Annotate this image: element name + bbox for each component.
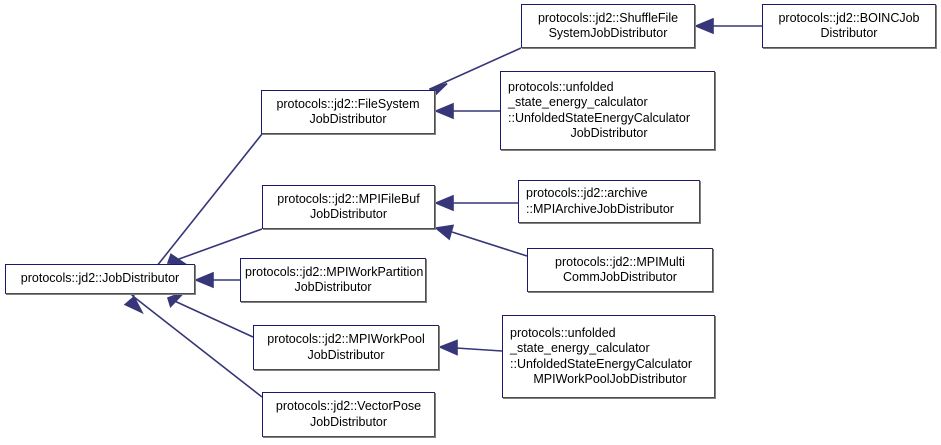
class-node-label: JobDistributor bbox=[570, 126, 648, 140]
class-node-label: JobDistributor bbox=[309, 112, 387, 126]
class-node-label: protocols::jd2::MPIMulti bbox=[555, 254, 685, 269]
class-node-label: ::MPIArchiveJobDistributor bbox=[526, 201, 674, 216]
class-node-label: protocols::jd2::ShuffleFile bbox=[537, 10, 679, 25]
class-node-label: ::UnfoldedStateEnergyCalculator bbox=[510, 356, 693, 371]
class-node-label: protocols::jd2::BOINCJob bbox=[778, 10, 920, 25]
class-node-mpiarchive[interactable]: protocols::jd2::archive::MPIArchiveJobDi… bbox=[518, 180, 700, 223]
class-node-label: JobDistributor bbox=[309, 414, 388, 429]
class-node-label: protocols::unfolded bbox=[510, 325, 616, 340]
class-node-label: _state_energy_calculator bbox=[510, 341, 650, 355]
edge-boincjob-to-shufflefilesystem bbox=[693, 17, 762, 35]
class-node-unfolded-wp[interactable]: protocols::unfolded_state_energy_calcula… bbox=[502, 315, 715, 398]
class-node-label: SystemJobDistributor bbox=[548, 26, 668, 40]
edge-mpiarchive-to-mpifilebuf bbox=[433, 194, 518, 212]
class-node-label: protocols::unfolded bbox=[508, 79, 614, 94]
class-node-label: _state_energy_calculator bbox=[508, 95, 648, 109]
class-node-label: JobDistributor bbox=[309, 207, 388, 221]
class-node-label: MPIWorkPoolJobDistributor bbox=[533, 372, 687, 386]
edge-vectorpose-to-jobdistributor bbox=[123, 295, 263, 398]
class-node-jobdistributor[interactable]: protocols::jd2::JobDistributor bbox=[5, 264, 195, 294]
class-node-label: Distributor bbox=[820, 26, 878, 40]
class-node-label: protocols::jd2::FileSystem bbox=[276, 96, 420, 111]
class-node-label: CommJobDistributor bbox=[563, 270, 677, 284]
class-node-label: ::UnfoldedStateEnergyCalculator bbox=[508, 110, 691, 125]
class-node-label: JobDistributor bbox=[294, 280, 372, 294]
class-node-label: protocols::jd2::archive bbox=[526, 186, 648, 200]
class-node-label: protocols::jd2::MPIWorkPartition bbox=[245, 264, 424, 279]
class-node-label: protocols::jd2::JobDistributor bbox=[20, 271, 180, 286]
class-node-label: protocols::jd2::MPIFileBuf bbox=[277, 191, 420, 206]
class-node-label: JobDistributor bbox=[307, 347, 385, 362]
class-node-label: protocols::jd2::VectorPose bbox=[275, 399, 422, 413]
edge-mpimulticomm-to-mpifilebuf bbox=[434, 224, 528, 257]
edge-mpiworkpartition-to-jobdistributor bbox=[193, 271, 240, 289]
edge-unfoldedwp-to-mpiworkpool bbox=[437, 339, 503, 356]
edge-unfoldedfs-to-filesystem bbox=[433, 102, 500, 120]
class-node-label: protocols::jd2::MPIWorkPool bbox=[267, 332, 425, 346]
class-node-unfolded-fs[interactable]: protocols::unfolded_state_energy_calcula… bbox=[500, 71, 715, 150]
